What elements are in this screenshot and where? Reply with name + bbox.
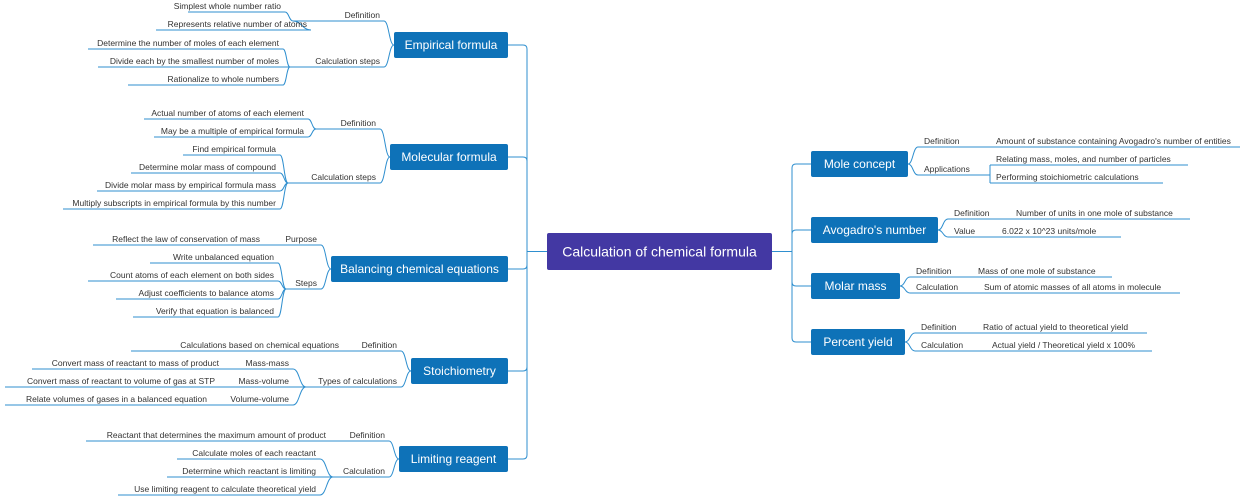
branch-label-applications: Applications: [924, 164, 970, 174]
branch-label-steps: Steps: [295, 278, 317, 288]
leaf-label-convert-mass-of-reactant-to-mass-of-prod: Convert mass of reactant to mass of prod…: [52, 358, 220, 368]
topic-label-molecular-formula: Molecular formula: [401, 150, 497, 164]
leaf-label-write-unbalanced-equation: Write unbalanced equation: [173, 252, 274, 262]
branch-label-purpose: Purpose: [285, 234, 317, 244]
leaf-label-adjust-coefficients-to-balance-atoms: Adjust coefficients to balance atoms: [139, 288, 274, 298]
leaf-label-relate-volumes-of-gases-in-a-balanced-eq: Relate volumes of gases in a balanced eq…: [26, 394, 207, 404]
topic-molecular-formula[interactable]: [390, 144, 508, 170]
leaf-label-simplest-whole-number-ratio: Simplest whole number ratio: [174, 1, 282, 11]
topic-label-balancing-chemical-equations: Balancing chemical equations: [340, 262, 499, 276]
topic-percent-yield[interactable]: [811, 329, 905, 355]
leaf-label-relating-mass-moles-and-number-of-partic: Relating mass, moles, and number of part…: [996, 154, 1171, 164]
branch-label-definition: Definition: [350, 430, 386, 440]
leaf-label-reactant-that-determines-the-maximum-amo: Reactant that determines the maximum amo…: [107, 430, 327, 440]
branch-label-calculation: Calculation: [916, 282, 958, 292]
branch-label-definition: Definition: [921, 322, 957, 332]
mindmap-nodes: Calculation of chemical formula Empirical…: [26, 1, 1231, 494]
topic-label-empirical-formula: Empirical formula: [405, 38, 498, 52]
leaf-label-use-limiting-reagent-to-calculate-theore: Use limiting reagent to calculate theore…: [134, 484, 316, 494]
leaf-label-mass-of-one-mole-of-substance: Mass of one mole of substance: [978, 266, 1096, 276]
leaf-label-find-empirical-formula: Find empirical formula: [192, 144, 276, 154]
branch-label-calculation: Calculation: [921, 340, 963, 350]
leaf-label-calculate-moles-of-each-reactant: Calculate moles of each reactant: [192, 448, 316, 458]
leaf-label-actual-yield-theoretical-yield-x-100: Actual yield / Theoretical yield x 100%: [992, 340, 1135, 350]
leaf-label-convert-mass-of-reactant-to-volume-of-ga: Convert mass of reactant to volume of ga…: [27, 376, 215, 386]
root-node-label: Calculation of chemical formula: [562, 244, 757, 260]
leaf-label-determine-the-number-of-moles-of-each-el: Determine the number of moles of each el…: [97, 38, 280, 48]
topic-balancing-chemical-equations[interactable]: [331, 256, 508, 282]
leaf-label-determine-which-reactant-is-limiting: Determine which reactant is limiting: [182, 466, 316, 476]
mindmap-connectors: [5, 11, 1240, 496]
root-node[interactable]: [547, 233, 772, 270]
leaf-label-multiply-subscripts-in-empirical-formula: Multiply subscripts in empirical formula…: [72, 198, 276, 208]
leaf-label-sum-of-atomic-masses-of-all-atoms-in-mol: Sum of atomic masses of all atoms in mol…: [984, 282, 1161, 292]
branch-label-definition: Definition: [341, 118, 377, 128]
topic-stoichiometry[interactable]: [411, 358, 508, 384]
branch-label-definition: Definition: [345, 10, 381, 20]
leaf-label-mass-volume: Mass-volume: [238, 376, 289, 386]
leaf-label-number-of-units-in-one-mole-of-substance: Number of units in one mole of substance: [1016, 208, 1173, 218]
topic-label-molar-mass: Molar mass: [824, 279, 886, 293]
topic-label-stoichiometry: Stoichiometry: [423, 364, 496, 378]
branch-label-definition: Definition: [362, 340, 398, 350]
leaf-label-performing-stoichiometric-calculations: Performing stoichiometric calculations: [996, 172, 1139, 182]
branch-label-calculation: Calculation: [343, 466, 385, 476]
leaf-label-determine-molar-mass-of-compound: Determine molar mass of compound: [139, 162, 276, 172]
branch-label-value: Value: [954, 226, 975, 236]
branch-label-types-of-calculations: Types of calculations: [318, 376, 397, 386]
leaf-label-rationalize-to-whole-numbers: Rationalize to whole numbers: [167, 74, 279, 84]
leaf-label-represents-relative-number-of-atoms: Represents relative number of atoms: [168, 19, 307, 29]
topic-empirical-formula[interactable]: [394, 32, 508, 58]
topic-label-avogadro-s-number: Avogadro's number: [823, 223, 926, 237]
leaf-label-amount-of-substance-containing-avogadro-: Amount of substance containing Avogadro'…: [996, 136, 1231, 146]
branch-label-definition: Definition: [954, 208, 990, 218]
leaf-label-count-atoms-of-each-element-on-both-side: Count atoms of each element on both side…: [110, 270, 274, 280]
branch-label-calculation-steps: Calculation steps: [311, 172, 376, 182]
leaf-label-divide-molar-mass-by-empirical-formula-m: Divide molar mass by empirical formula m…: [105, 180, 276, 190]
branch-label-definition: Definition: [924, 136, 960, 146]
topic-avogadro-s-number[interactable]: [811, 217, 938, 243]
topic-molar-mass[interactable]: [811, 273, 900, 299]
branch-label-calculation-steps: Calculation steps: [315, 56, 380, 66]
leaf-label-calculations-based-on-chemical-equations: Calculations based on chemical equations: [180, 340, 339, 350]
leaf-label-actual-number-of-atoms-of-each-element: Actual number of atoms of each element: [151, 108, 304, 118]
leaf-label-verify-that-equation-is-balanced: Verify that equation is balanced: [156, 306, 274, 316]
leaf-label-volume-volume: Volume-volume: [230, 394, 289, 404]
leaf-label-ratio-of-actual-yield-to-theoretical-yie: Ratio of actual yield to theoretical yie…: [983, 322, 1128, 332]
topic-limiting-reagent[interactable]: [399, 446, 508, 472]
topic-label-percent-yield: Percent yield: [823, 335, 892, 349]
branch-label-definition: Definition: [916, 266, 952, 276]
leaf-label-6-022-x-10-23-units-mole: 6.022 x 10^23 units/mole: [1002, 226, 1097, 236]
leaf-label-may-be-a-multiple-of-empirical-formula: May be a multiple of empirical formula: [161, 126, 304, 136]
topic-mole-concept[interactable]: [811, 151, 908, 177]
leaf-label-reflect-the-law-of-conservation-of-mass: Reflect the law of conservation of mass: [112, 234, 260, 244]
leaf-label-mass-mass: Mass-mass: [246, 358, 289, 368]
topic-label-limiting-reagent: Limiting reagent: [411, 452, 497, 466]
topic-label-mole-concept: Mole concept: [824, 157, 896, 171]
leaf-label-divide-each-by-the-smallest-number-of-mo: Divide each by the smallest number of mo…: [110, 56, 279, 66]
